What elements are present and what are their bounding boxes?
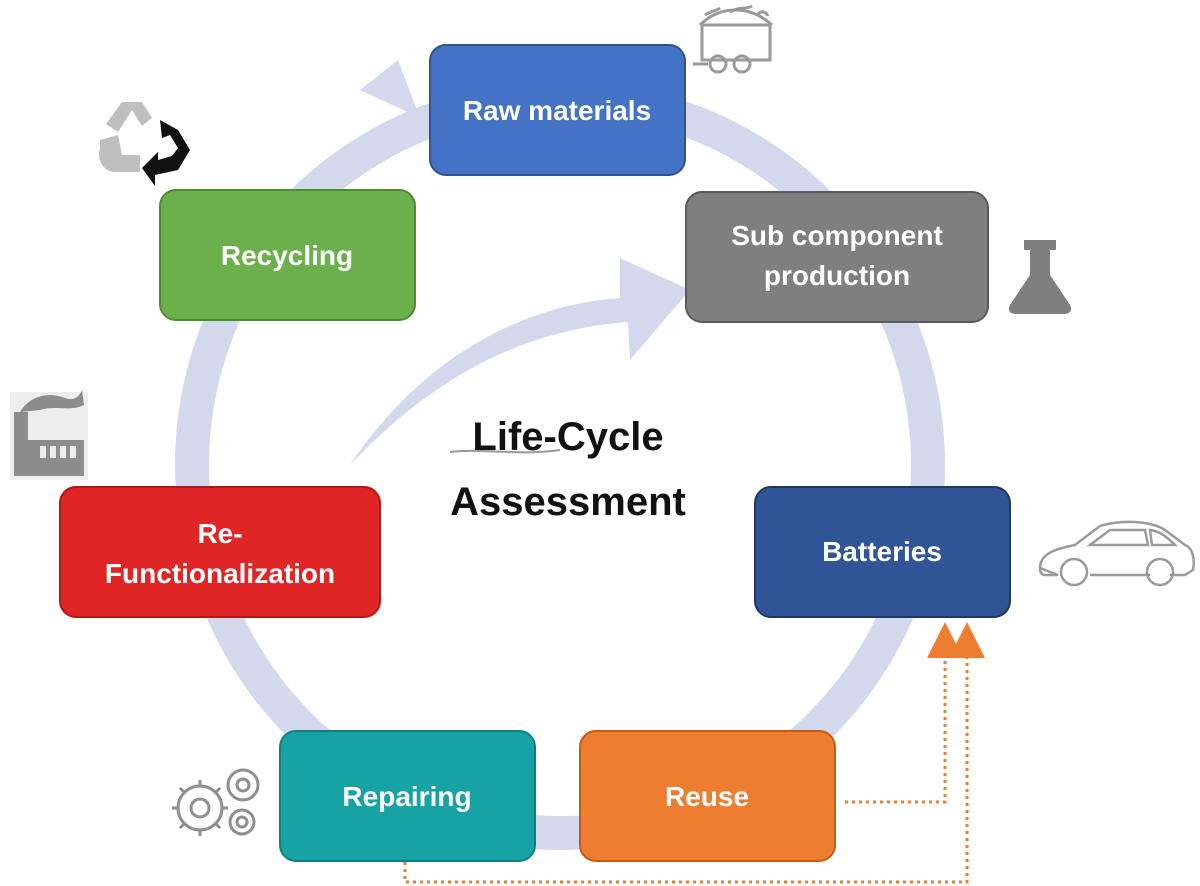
inner-curved-arrow <box>350 258 690 465</box>
node-recycling-label: Recycling <box>221 240 353 271</box>
car-icon <box>1038 520 1195 587</box>
node-repairing-label: Repairing <box>342 781 471 812</box>
feedback-arrows <box>403 622 985 884</box>
factory-icon <box>10 390 88 480</box>
node-raw-materials[interactable]: Raw materials <box>429 44 686 176</box>
feedback-arrow-reuse-to-batteries <box>845 622 963 804</box>
node-batteries[interactable]: Batteries <box>754 486 1011 618</box>
node-sub-component-line1: Sub component <box>731 220 943 251</box>
center-title: Life-Cycle Assessment <box>449 415 686 524</box>
node-refunctionalization-line1: Re- <box>197 518 242 549</box>
node-sub-component-production[interactable]: Sub component production <box>685 191 989 323</box>
node-repairing[interactable]: Repairing <box>279 730 536 862</box>
node-raw-materials-label: Raw materials <box>463 95 651 126</box>
center-underline-swoosh <box>449 449 561 454</box>
node-recycling[interactable]: Recycling <box>159 189 416 321</box>
center-title-line2: Assessment <box>450 480 686 524</box>
cycle-arrowhead <box>360 60 420 118</box>
node-refunctionalization-line2: Functionalization <box>105 558 335 589</box>
mine-cart-icon <box>693 4 774 74</box>
node-batteries-label: Batteries <box>822 536 942 567</box>
node-sub-component-line2: production <box>764 260 910 291</box>
feedback-arrow-repairing-to-batteries <box>403 622 985 884</box>
recycle-icon <box>98 102 190 186</box>
node-reuse[interactable]: Reuse <box>579 730 836 862</box>
gears-icon <box>172 768 260 836</box>
node-refunctionalization[interactable]: Re- Functionalization <box>59 486 381 618</box>
flask-icon <box>1008 240 1072 314</box>
node-reuse-label: Reuse <box>665 781 749 812</box>
